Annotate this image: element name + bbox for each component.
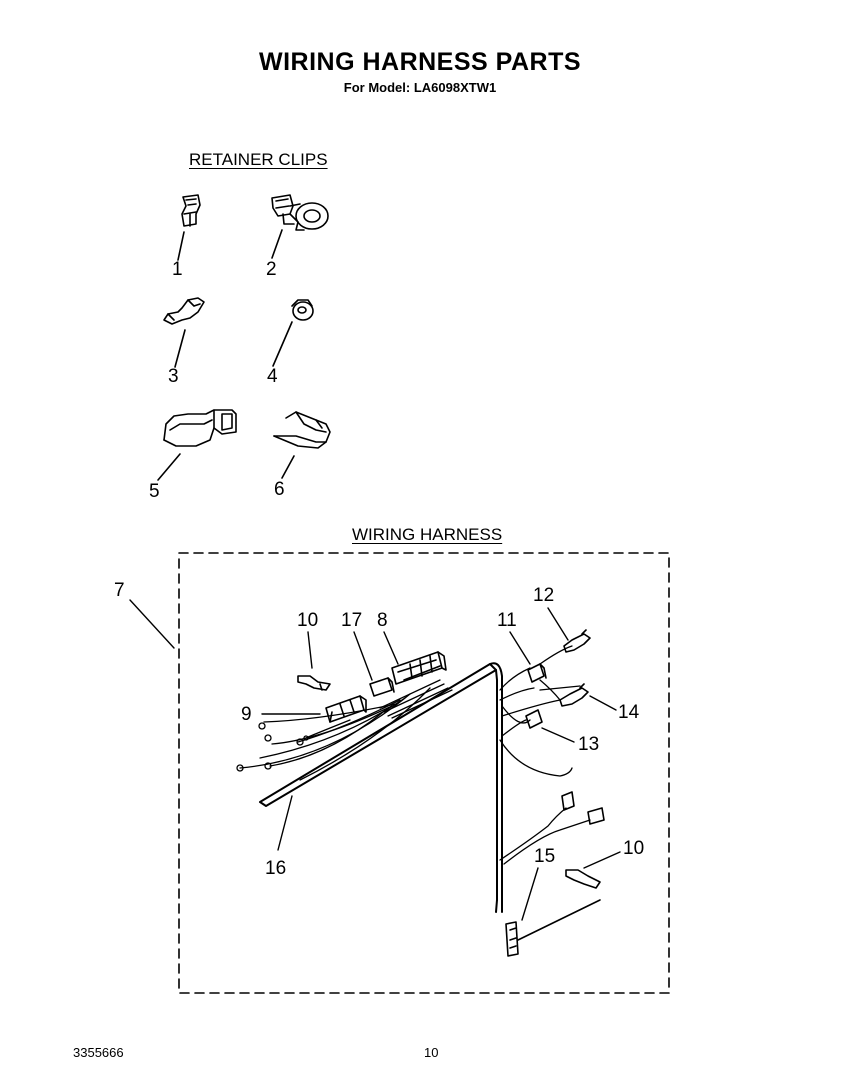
retainer-clip-5 [163,409,237,447]
connector-15 [505,899,601,957]
harness-frame [178,552,670,994]
connector-lower-right [561,791,605,825]
terminal-12 [563,629,591,653]
wiring-harness-heading: WIRING HARNESS [352,525,503,544]
harness-label-16: 16 [265,858,287,879]
retainer-clip-1 [181,194,201,227]
connector-17 [369,677,395,697]
clip-label-3: 3 [168,366,179,387]
connector-13 [525,709,543,729]
clip-label-1: 1 [172,259,183,280]
harness-label-8: 8 [377,610,388,631]
retainer-clip-4 [291,299,314,321]
connector-9 [325,695,367,723]
harness-label-9: 9 [241,704,252,725]
harness-label-14: 14 [618,702,640,723]
terminal-10-lower [565,869,601,889]
clip-label-6: 6 [274,479,285,500]
harness-wires-right [499,645,591,865]
model-subtitle: For Model: LA6098XTW1 [343,80,497,95]
harness-label-12: 12 [533,585,555,606]
wire-terminal-ends [236,722,309,772]
clip-label-2: 2 [266,259,277,280]
terminal-14 [559,683,589,707]
document-number: 3355666 [73,1045,124,1060]
harness-label-7: 7 [114,580,125,601]
retainer-clips-heading: RETAINER CLIPS [189,150,328,169]
retainer-clip-2 [271,194,329,231]
harness-label-15: 15 [534,846,556,867]
connector-8 [391,651,447,685]
clip-label-5: 5 [149,481,160,502]
harness-wires-left [239,679,453,781]
clip-label-4: 4 [267,366,278,387]
harness-label-10-upper: 10 [297,610,319,631]
connector-11 [527,663,547,683]
terminal-10-upper [297,675,331,691]
harness-label-11: 11 [497,610,517,631]
clip-leader-lines [157,229,295,481]
page-number: 10 [424,1045,439,1060]
harness-main-trunk [259,662,503,913]
harness-label-13: 13 [578,734,600,755]
retainer-clip-6 [273,411,331,449]
retainer-clip-3 [163,297,205,325]
harness-label-17: 17 [341,610,363,631]
harness-leader-lines [129,599,621,921]
page-title: WIRING HARNESS PARTS [258,48,582,76]
harness-label-10-lower: 10 [623,838,645,859]
